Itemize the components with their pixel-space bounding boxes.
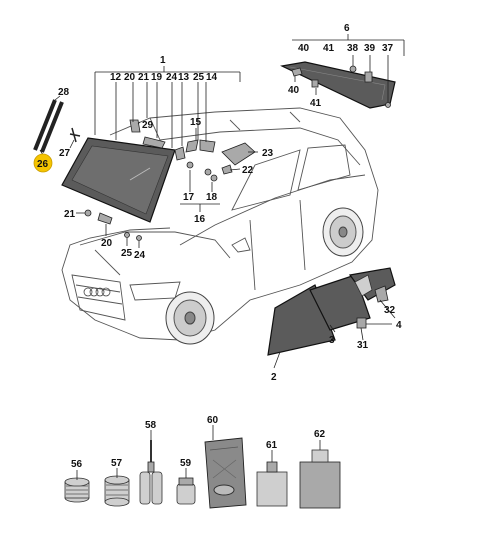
callout-21-bottom: 21 — [64, 209, 76, 220]
callout-21-top: 21 — [138, 72, 150, 83]
callout-14: 14 — [206, 72, 218, 83]
callout-2: 2 — [271, 372, 277, 383]
callout-24-top: 24 — [166, 72, 178, 83]
callout-20-top: 20 — [124, 72, 136, 83]
callout-32: 32 — [384, 305, 396, 316]
rear-wheel — [322, 207, 364, 257]
jar-59 — [176, 477, 196, 505]
callout-3: 3 — [329, 335, 335, 346]
car-body — [61, 107, 379, 345]
pouch-60 — [204, 437, 247, 509]
seal-strips — [33, 99, 81, 153]
callout-numbers: 1 12 20 21 19 24 13 25 14 6 40 41 38 39 … — [37, 23, 402, 470]
callout-17: 17 — [183, 192, 195, 203]
accessories — [64, 437, 341, 509]
callout-26: 26 — [37, 159, 49, 170]
callout-62: 62 — [314, 429, 326, 440]
callout-15: 15 — [190, 117, 202, 128]
spring-57 — [104, 475, 130, 507]
callout-56: 56 — [71, 459, 83, 470]
callout-1: 1 — [160, 55, 166, 66]
callout-27: 27 — [59, 148, 71, 159]
callout-39: 39 — [364, 43, 376, 54]
callout-57: 57 — [111, 458, 123, 469]
front-wheel — [165, 291, 215, 345]
callout-4: 4 — [396, 320, 402, 331]
callout-22: 22 — [242, 165, 254, 176]
logo-rings-icon — [83, 287, 111, 297]
callout-20-bottom: 20 — [101, 238, 113, 249]
callout-24-bottom: 24 — [134, 250, 146, 261]
callout-40-bottom: 40 — [288, 85, 300, 96]
callout-16: 16 — [194, 214, 206, 225]
callout-41-bottom: 41 — [310, 98, 322, 109]
callout-37: 37 — [382, 43, 394, 54]
can-61 — [256, 461, 288, 507]
callout-13: 13 — [178, 72, 190, 83]
callout-40-top: 40 — [298, 43, 310, 54]
callout-58: 58 — [145, 420, 157, 431]
callout-25-top: 25 — [193, 72, 205, 83]
callout-23: 23 — [262, 148, 274, 159]
callout-41-top: 41 — [323, 43, 335, 54]
callout-61: 61 — [266, 440, 278, 451]
callout-12: 12 — [110, 72, 122, 83]
highlight-marker — [33, 153, 53, 173]
door-glass-3 — [309, 274, 371, 331]
callout-28: 28 — [58, 87, 70, 98]
spring-56 — [64, 477, 90, 503]
windshield — [61, 137, 176, 223]
callout-18: 18 — [206, 192, 218, 203]
callout-31: 31 — [357, 340, 369, 351]
rear-window — [280, 61, 396, 109]
callout-59: 59 — [180, 458, 192, 469]
side-glass — [267, 267, 396, 356]
adhesive-tubes-58 — [139, 440, 163, 505]
callout-38: 38 — [347, 43, 359, 54]
callout-19: 19 — [151, 72, 163, 83]
bottle-62 — [299, 449, 341, 509]
callout-25-bottom: 25 — [121, 248, 133, 259]
callout-60: 60 — [207, 415, 219, 426]
callout-29: 29 — [142, 120, 154, 131]
callout-6: 6 — [344, 23, 350, 34]
leader-lines — [39, 34, 405, 480]
